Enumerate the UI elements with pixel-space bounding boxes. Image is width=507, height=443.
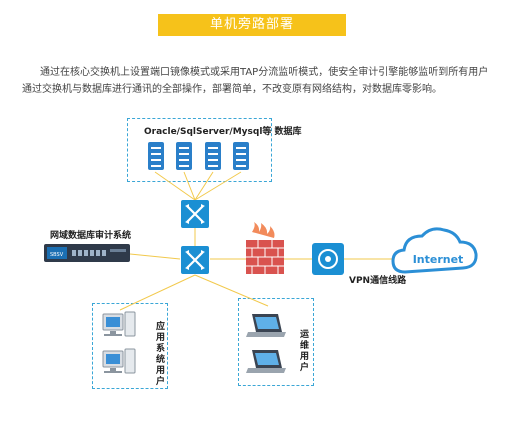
app-users-label: 应用系统用户	[156, 322, 166, 387]
vpn-device-icon	[312, 243, 344, 275]
switch-icon	[181, 200, 209, 228]
page-title: 单机旁路部署	[158, 14, 346, 36]
ops-users-label: 运维用户	[300, 330, 310, 373]
connection-lines	[119, 171, 402, 311]
description-text: 通过在核心交换机上设置端口镜像模式或采用TAP分流监听模式，使安全审计引擎能够监…	[22, 67, 489, 95]
database-server-icon	[205, 142, 221, 170]
database-group-label: Oracle/SqlServer/Mysql等 数据库	[144, 127, 302, 137]
database-server-icon	[233, 142, 249, 170]
database-server-icon	[176, 142, 192, 170]
laptop-icon	[246, 350, 286, 373]
device-brand-text: SBSV	[50, 252, 64, 258]
database-server-icon	[148, 142, 164, 170]
vpn-line-label: VPN通信线路	[349, 276, 407, 286]
ops-users-box	[238, 298, 314, 386]
core-switch-icon	[181, 246, 209, 274]
desktop-pc-icon	[102, 311, 136, 337]
audit-device-icon	[44, 244, 130, 262]
database-group-box	[127, 118, 272, 182]
desktop-pc-icon	[102, 348, 136, 374]
internet-label: Internet	[413, 253, 464, 266]
firewall-icon	[246, 222, 284, 274]
internet-cloud-icon	[391, 227, 478, 274]
laptop-icon	[246, 314, 286, 337]
app-users-box	[92, 303, 168, 389]
audit-system-label: 网域数据库审计系统	[50, 231, 132, 241]
